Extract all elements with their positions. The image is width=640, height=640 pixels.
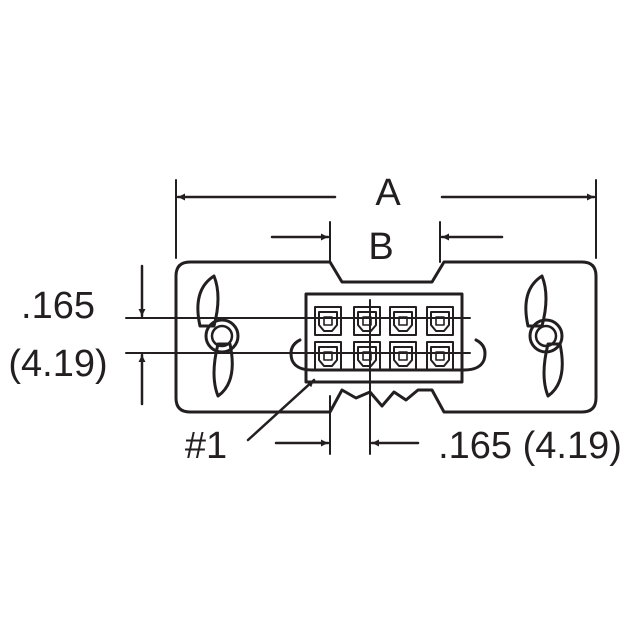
pin-cell <box>353 306 381 336</box>
dimension-b-label: B <box>368 226 393 268</box>
pin-one-callout: #1 <box>185 378 316 467</box>
left-mounting-latch <box>196 274 240 398</box>
vertical-pitch-mm-label: (4.19) <box>8 343 107 385</box>
pin-cell <box>353 341 381 371</box>
pin-cell <box>389 306 417 336</box>
pin-one-label: #1 <box>185 425 227 467</box>
pin-cell <box>314 306 342 336</box>
pin-block <box>304 292 464 384</box>
pin-grid <box>314 306 454 371</box>
extension-lines <box>125 179 597 455</box>
dimension-a: A <box>176 172 596 214</box>
vertical-pitch-dimension: .165 (4.19) <box>8 264 146 406</box>
dimension-a-label: A <box>375 172 401 214</box>
dimension-b: B <box>270 226 504 268</box>
housing-outline <box>174 260 598 414</box>
pin-cell <box>426 341 454 371</box>
vertical-pitch-inch-label: .165 <box>21 285 95 327</box>
horizontal-pitch-label: .165 (4.19) <box>438 425 622 467</box>
right-mounting-latch <box>524 274 564 398</box>
pin-cell <box>314 341 342 371</box>
horizontal-pitch-dimension: .165 (4.19) <box>274 425 622 467</box>
housing-rail <box>289 338 487 372</box>
pin-cell <box>389 341 417 371</box>
pin-cell <box>426 306 454 336</box>
